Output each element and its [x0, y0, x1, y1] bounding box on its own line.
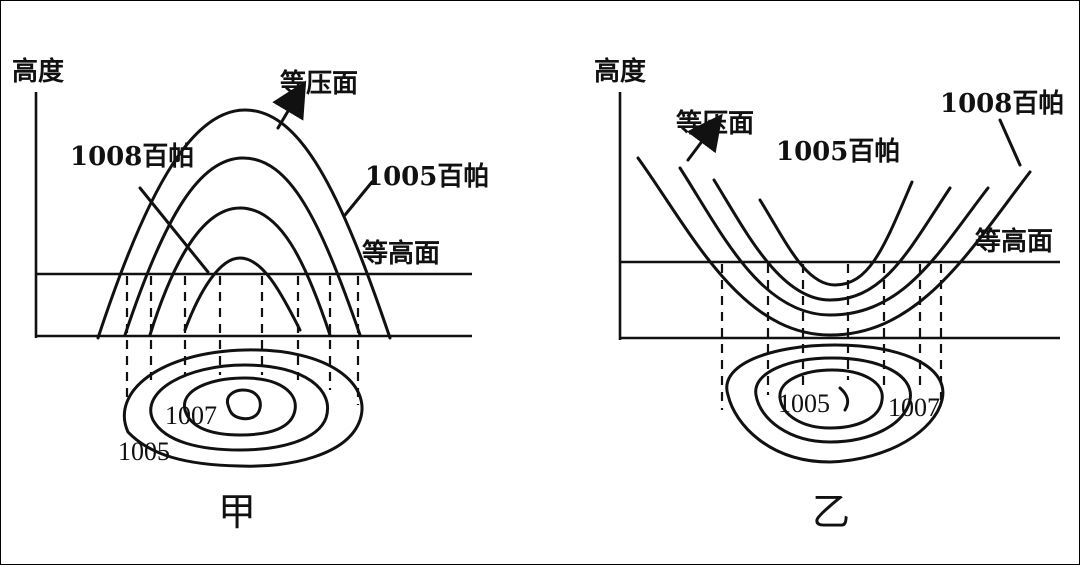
leader-1008-yi — [998, 118, 1022, 167]
contour-ring-yi-4 — [838, 386, 850, 412]
isobaric-label-jia: 等压面 — [280, 68, 358, 99]
pressure-1005-label-yi: 1005百帕 — [776, 136, 900, 167]
isobaric-surface-yi-1 — [636, 156, 1032, 337]
pressure-1008-label-yi: 1008百帕 — [940, 88, 1064, 119]
contour-ring-jia-3 — [183, 376, 297, 437]
isobaric-surface-yi-4 — [758, 180, 914, 287]
isobaric-surface-yi-2 — [678, 166, 990, 317]
isobaric-surface-jia-2 — [123, 156, 362, 337]
caption-yi: 乙 — [812, 490, 850, 534]
diagram-yi: 高度 等压面 1005百帕 1008百帕 等高面 1005 1007 乙 — [594, 56, 1064, 534]
isobaric-surface-jia-4 — [183, 256, 302, 332]
pressure-1008-label-jia: 1008百帕 — [70, 141, 194, 172]
isoheight-label-jia: 等高面 — [362, 238, 440, 269]
contour-ring-yi-1 — [725, 343, 945, 464]
caption-jia: 甲 — [218, 490, 256, 534]
isobaric-arrow-yi — [686, 113, 723, 162]
contour-ring-jia-1 — [122, 348, 364, 468]
contour-ring-jia-4 — [225, 388, 262, 421]
pressure-1005-label-jia: 1005百帕 — [365, 161, 489, 192]
isobaric-surface-jia-3 — [148, 206, 332, 337]
contour-outer-label-yi: 1007 — [888, 393, 940, 422]
contour-ring-yi-2 — [754, 356, 912, 444]
isobaric-surface-jia-1 — [96, 108, 392, 340]
y-axis-label-yi: 高度 — [594, 56, 646, 87]
contour-outer-label-jia: 1005 — [118, 437, 170, 466]
isobaric-arrow-jia — [272, 80, 307, 130]
contour-inner-label-yi: 1005 — [778, 389, 830, 418]
diagram-jia: 高度 等压面 1008百帕 1005百帕 等高面 1007 1005 甲 — [12, 56, 489, 534]
isobaric-label-yi: 等压面 — [676, 108, 754, 139]
isobaric-surface-yi-3 — [712, 178, 952, 302]
leader-1008-jia — [138, 186, 210, 274]
y-axis-label-jia: 高度 — [12, 56, 64, 87]
contour-ring-yi-3 — [778, 368, 884, 430]
contour-ring-jia-2 — [149, 363, 329, 452]
leader-1005-jia — [343, 180, 374, 217]
isoheight-label-yi: 等高面 — [975, 226, 1053, 257]
contour-inner-label-jia: 1007 — [165, 401, 217, 430]
